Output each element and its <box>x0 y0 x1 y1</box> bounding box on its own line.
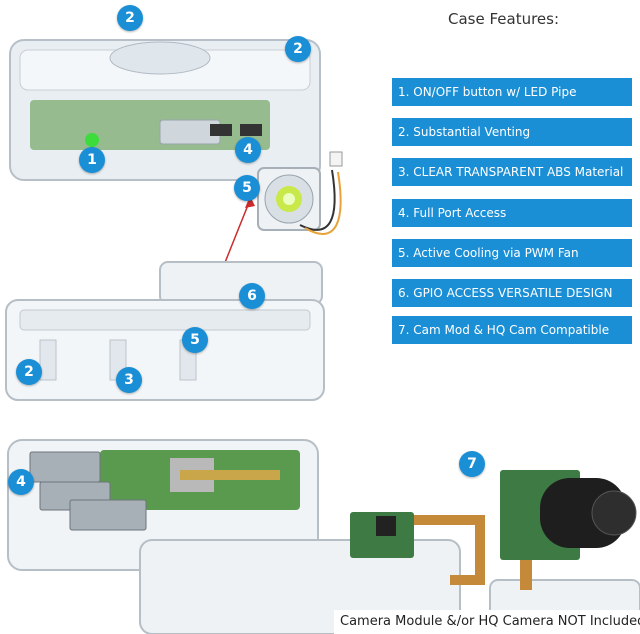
callout-7-camera: 7 <box>459 451 485 477</box>
feature-item-5: 5. Active Cooling via PWM Fan <box>392 239 632 267</box>
callout-2-bottom: 2 <box>16 359 42 385</box>
callout-2-right: 2 <box>285 36 311 62</box>
feature-item-2: 2. Substantial Venting <box>392 118 632 146</box>
feature-item-4: 4. Full Port Access <box>392 199 632 227</box>
callout-3-material: 3 <box>116 367 142 393</box>
open-case-image <box>5 261 325 401</box>
feature-item-6: 6. GPIO ACCESS VERSATILE DESIGN <box>392 279 632 307</box>
callout-5-vent: 5 <box>182 327 208 353</box>
callout-4-ports: 4 <box>235 137 261 163</box>
base-case-image <box>7 439 319 571</box>
feature-item-1: 1. ON/OFF button w/ LED Pipe <box>392 78 632 106</box>
assembled-case-image <box>9 39 321 181</box>
case-features-title: Case Features: <box>448 10 560 28</box>
callout-5-fan: 5 <box>234 175 260 201</box>
fan-image <box>257 151 343 235</box>
camera-disclaimer: Camera Module &/or HQ Camera NOT Include… <box>334 610 640 634</box>
callout-4-usb: 4 <box>8 469 34 495</box>
feature-item-7: 7. Cam Mod & HQ Cam Compatible <box>392 316 632 344</box>
callout-6-gpio: 6 <box>239 283 265 309</box>
feature-item-3: 3. CLEAR TRANSPARENT ABS Material <box>392 158 632 186</box>
callout-2-top: 2 <box>117 5 143 31</box>
callout-1-power: 1 <box>79 147 105 173</box>
